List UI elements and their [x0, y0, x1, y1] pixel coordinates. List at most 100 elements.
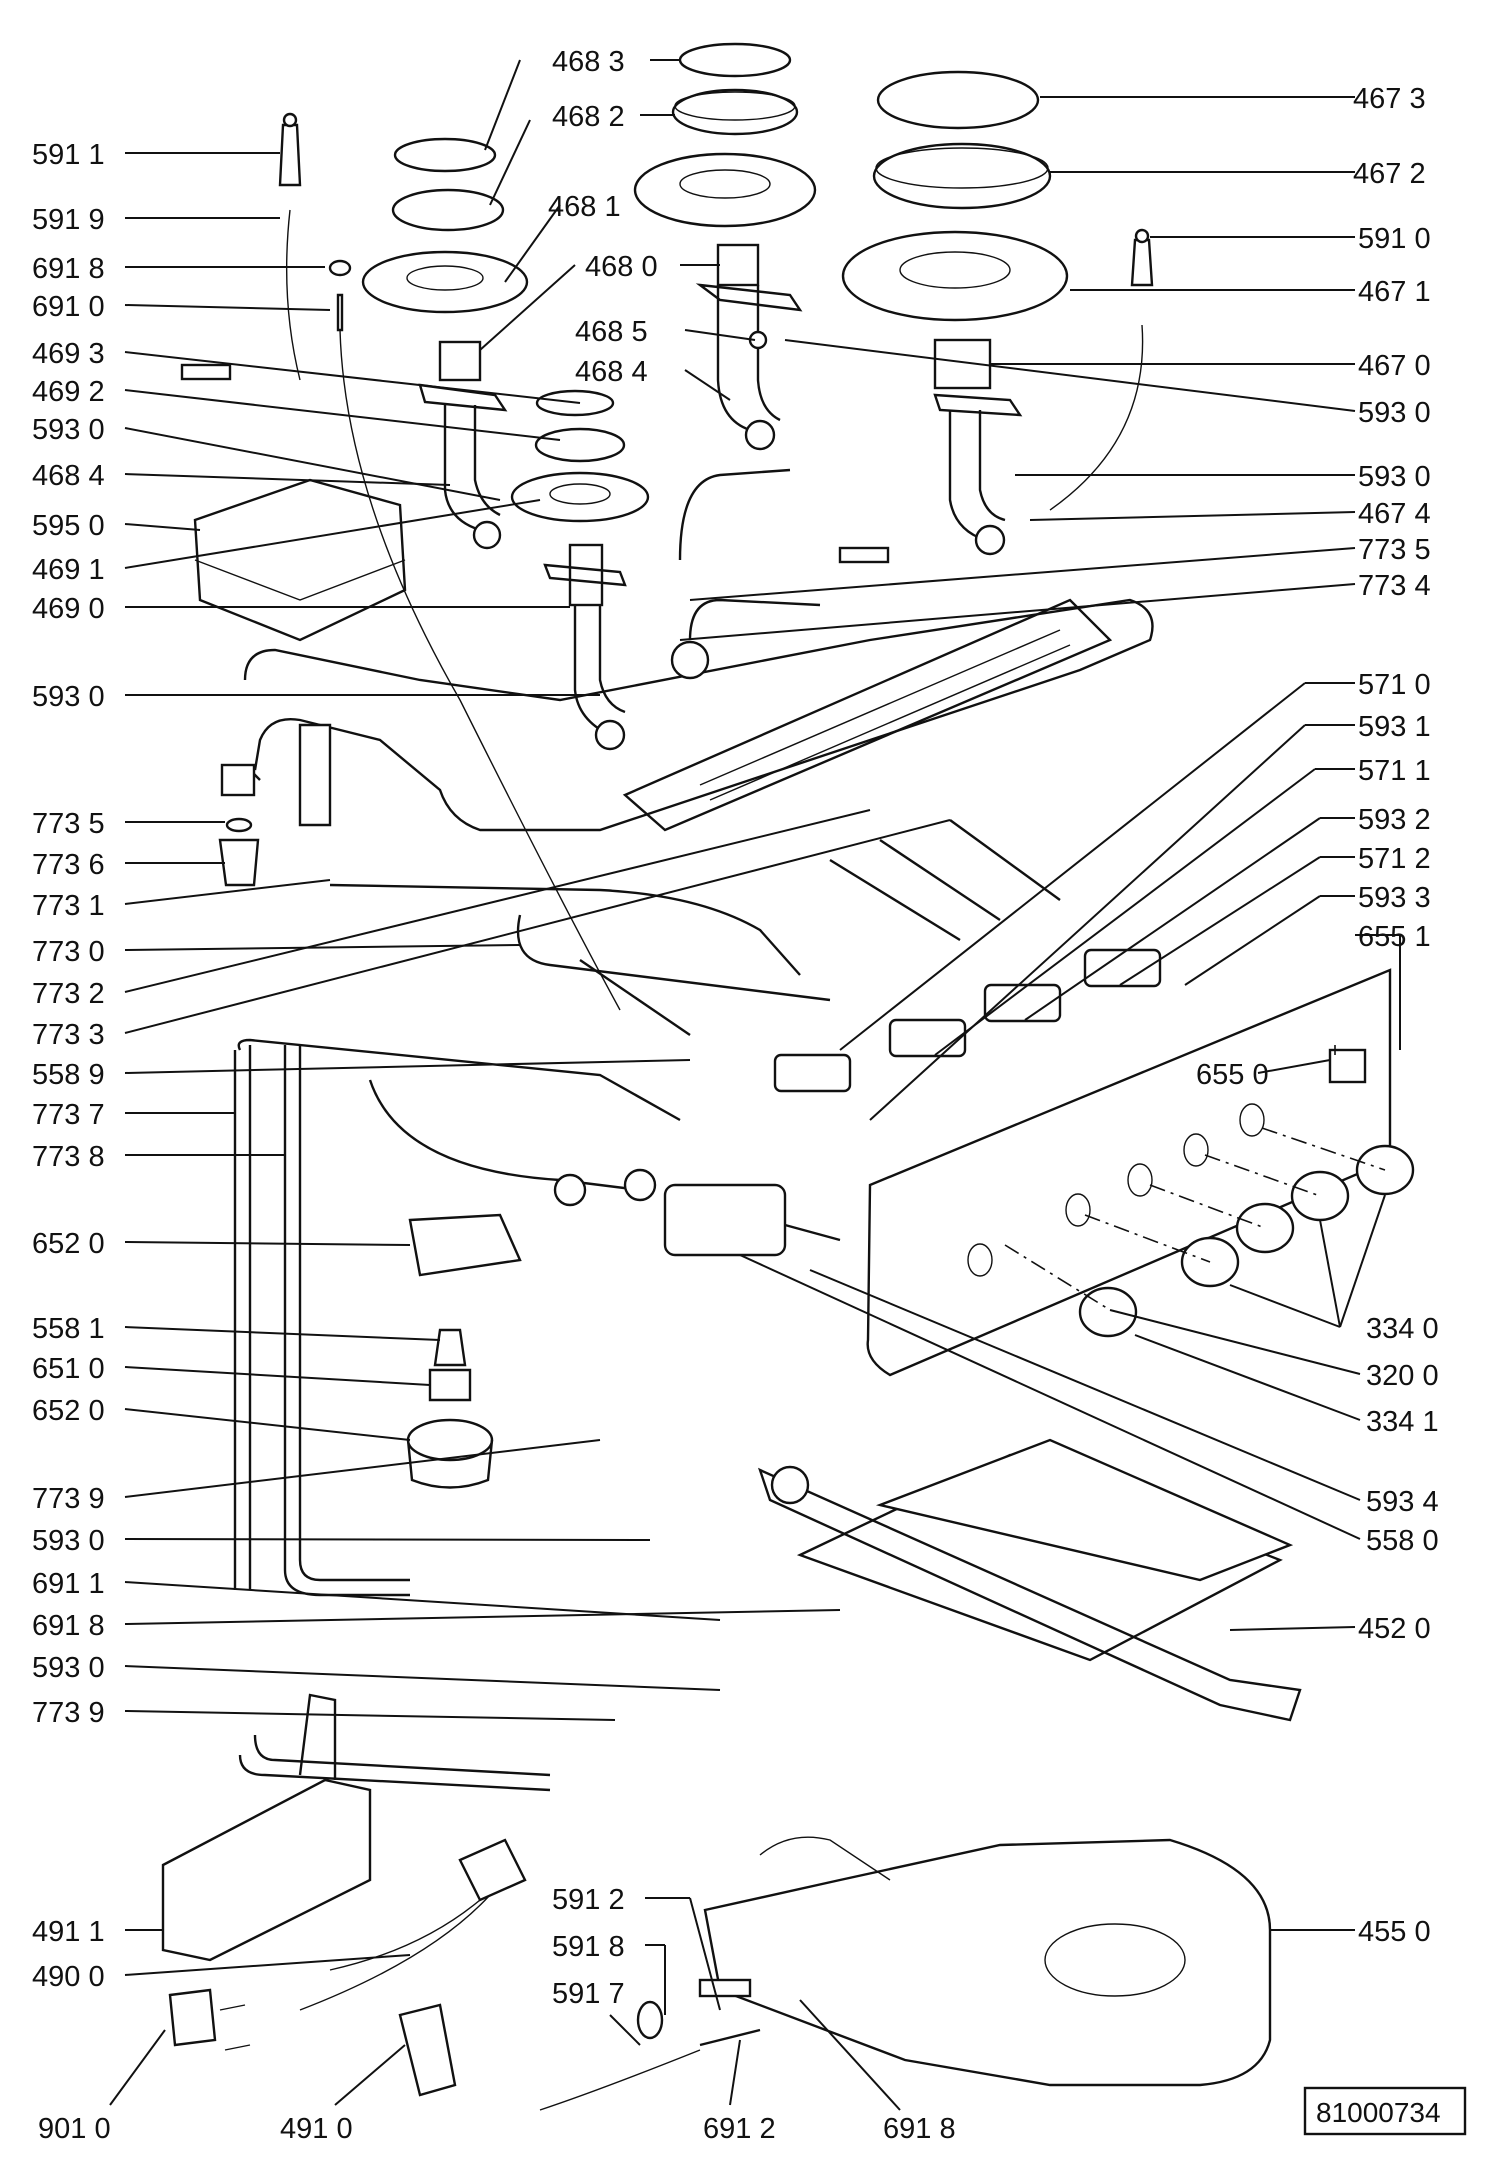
label-591-9: 591 9 — [32, 204, 105, 236]
label-652-0-a: 652 0 — [32, 1228, 105, 1260]
grill-burner-455 — [703, 1836, 1272, 2087]
oven-burner-452 — [757, 1438, 1302, 1722]
label-691-8-c: 691 8 — [883, 2113, 956, 2145]
label-773-6: 773 6 — [32, 849, 105, 881]
label-571-0: 571 0 — [1358, 669, 1431, 701]
label-591-8: 591 8 — [552, 1931, 625, 1963]
label-469-0: 469 0 — [32, 593, 105, 625]
label-591-7: 591 7 — [552, 1978, 625, 2010]
label-655-1: 655 1 — [1358, 921, 1431, 953]
label-468-4-left: 468 4 — [32, 460, 105, 492]
label-593-3: 593 3 — [1358, 882, 1431, 914]
burner-467 — [841, 70, 1069, 556]
label-469-3: 469 3 — [32, 338, 105, 370]
label-691-0: 691 0 — [32, 291, 105, 323]
label-593-0-r2: 593 0 — [1358, 461, 1431, 493]
label-468-4-top: 468 4 — [575, 356, 648, 388]
labels-left: 591 1 591 9 691 8 691 0 469 3 469 2 593 … — [32, 139, 105, 1993]
label-467-0: 467 0 — [1358, 350, 1431, 382]
label-591-2: 591 2 — [552, 1884, 625, 1916]
label-467-4: 467 4 — [1358, 498, 1431, 530]
label-467-3: 467 3 — [1353, 83, 1426, 115]
label-691-8: 691 8 — [32, 253, 105, 285]
label-773-9-a: 773 9 — [32, 1483, 105, 1515]
label-320-0: 320 0 — [1366, 1360, 1439, 1392]
thermostat — [406, 1213, 522, 1489]
burner-left-upper — [361, 137, 529, 550]
label-468-1: 468 1 — [548, 191, 621, 223]
labels-right: 467 3 467 2 591 0 467 1 467 0 593 0 593 … — [1196, 83, 1439, 1948]
drawing-number-text: 81000734 — [1316, 2097, 1441, 2128]
label-773-4: 773 4 — [1358, 570, 1431, 602]
label-334-0: 334 0 — [1366, 1313, 1439, 1345]
label-691-8-b: 691 8 — [32, 1610, 105, 1642]
electrodes — [180, 112, 1154, 1011]
terminal-block — [398, 2003, 457, 2097]
label-468-5: 468 5 — [575, 316, 648, 348]
knobs — [1078, 1144, 1415, 1338]
label-334-1: 334 1 — [1366, 1406, 1439, 1438]
label-593-0-b: 593 0 — [32, 681, 105, 713]
label-491-1: 491 1 — [32, 1916, 105, 1948]
label-595-0: 595 0 — [32, 510, 105, 542]
thermocouple-lower — [539, 1978, 761, 2111]
gas-pipes — [233, 819, 1061, 1792]
label-591-0: 591 0 — [1358, 223, 1431, 255]
label-593-2: 593 2 — [1358, 804, 1431, 836]
label-691-2: 691 2 — [703, 2113, 776, 2145]
label-452-0: 452 0 — [1358, 1613, 1431, 1645]
label-773-1: 773 1 — [32, 890, 105, 922]
parts-drawing — [161, 42, 1415, 2111]
label-571-2: 571 2 — [1358, 843, 1431, 875]
alignment-lines — [1004, 1045, 1386, 1311]
label-455-0: 455 0 — [1358, 1916, 1431, 1948]
drawing-number: 81000734 — [1303, 2086, 1467, 2136]
label-652-0-b: 652 0 — [32, 1395, 105, 1427]
label-773-5-left: 773 5 — [32, 808, 105, 840]
label-901-0: 901 0 — [38, 2113, 111, 2145]
label-773-2: 773 2 — [32, 978, 105, 1010]
label-655-0: 655 0 — [1196, 1059, 1269, 1091]
label-468-0: 468 0 — [585, 251, 658, 283]
label-491-0: 491 0 — [280, 2113, 353, 2145]
label-558-1: 558 1 — [32, 1313, 105, 1345]
label-571-1: 571 1 — [1358, 755, 1431, 787]
burner-468 — [633, 42, 817, 451]
leader-lines — [109, 59, 1401, 2111]
label-467-2: 467 2 — [1353, 158, 1426, 190]
label-773-0: 773 0 — [32, 936, 105, 968]
label-691-1: 691 1 — [32, 1568, 105, 1600]
side-bracket-491 — [161, 1693, 372, 1962]
labels-bottom: 591 2 591 8 591 7 901 0 491 0 691 2 691 … — [38, 1884, 956, 2145]
power-cable — [299, 1838, 527, 2011]
control-panel — [866, 968, 1392, 1377]
labels-top: 468 3 468 2 468 1 468 0 468 5 468 4 — [548, 46, 658, 388]
label-469-2: 469 2 — [32, 376, 105, 408]
label-468-2: 468 2 — [552, 101, 625, 133]
label-593-0-c: 593 0 — [32, 1525, 105, 1557]
label-558-9: 558 9 — [32, 1059, 105, 1091]
label-593-4: 593 4 — [1366, 1486, 1439, 1518]
label-591-1: 591 1 — [32, 139, 105, 171]
label-773-7: 773 7 — [32, 1099, 105, 1131]
label-469-1: 469 1 — [32, 554, 105, 586]
label-467-1: 467 1 — [1358, 276, 1431, 308]
bracket-595 — [193, 478, 407, 642]
gas-taps — [663, 948, 1162, 1257]
label-593-0-r1: 593 0 — [1358, 397, 1431, 429]
label-773-9-b: 773 9 — [32, 1697, 105, 1729]
label-773-8: 773 8 — [32, 1141, 105, 1173]
label-651-0: 651 0 — [32, 1353, 105, 1385]
fittings-left — [218, 640, 710, 887]
label-593-1: 593 1 — [1358, 711, 1431, 743]
label-593-0-a: 593 0 — [32, 414, 105, 446]
label-593-0-d: 593 0 — [32, 1652, 105, 1684]
fixing-901 — [168, 1988, 251, 2051]
manifold-frame — [243, 468, 1154, 832]
label-773-5-right: 773 5 — [1358, 534, 1431, 566]
label-468-3: 468 3 — [552, 46, 625, 78]
label-490-0: 490 0 — [32, 1961, 105, 1993]
label-558-0: 558 0 — [1366, 1525, 1439, 1557]
label-773-3: 773 3 — [32, 1019, 105, 1051]
